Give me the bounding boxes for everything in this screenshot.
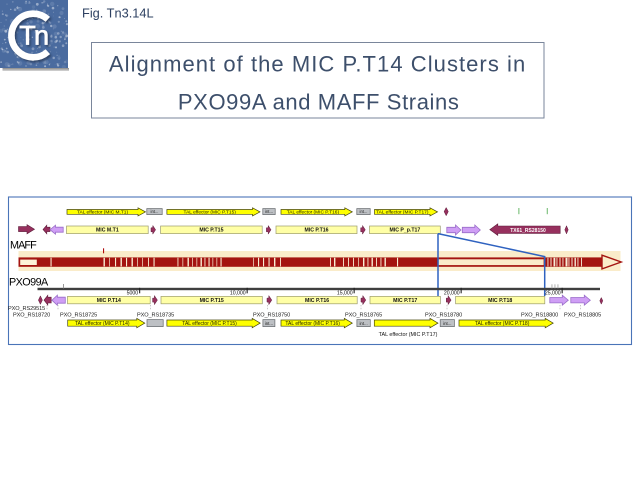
svg-text:PXO_RS29515: PXO_RS29515 [8,306,45,312]
svg-text:Fig. Tn3.14L: Fig. Tn3.14L [82,5,154,20]
svg-text:MIC P.T18: MIC P.T18 [488,298,512,304]
svg-text:5000: 5000 [127,291,139,297]
svg-text:MIC P_p.T17: MIC P_p.T17 [389,228,420,234]
svg-text:PXO_RS18800: PXO_RS18800 [521,312,558,318]
svg-text:PXO_RS18780: PXO_RS18780 [425,312,462,318]
svg-text:TAL effector (MIC P.T15): TAL effector (MIC P.T15) [184,209,237,215]
svg-text:PXO_RS18725: PXO_RS18725 [60,312,97,318]
svg-text:int...: int... [151,209,159,214]
svg-text:TAL effector (MIC M.T1): TAL effector (MIC M.T1) [77,209,128,215]
svg-text:PXO_RS18720: PXO_RS18720 [13,312,50,318]
svg-text:PXO_RS18750: PXO_RS18750 [253,312,290,318]
svg-text:Alignment of the MIC P.T14 Clu: Alignment of the MIC P.T14 Clusters in [109,52,526,77]
svg-text:PXO_RS18735: PXO_RS18735 [137,312,174,318]
svg-text:10,000: 10,000 [230,291,246,297]
svg-text:15,000: 15,000 [337,291,353,297]
svg-text:20,000: 20,000 [444,291,460,297]
svg-text:TAL effector (MIC P.T16): TAL effector (MIC P.T16) [285,321,340,327]
svg-text:PXO_RS18805: PXO_RS18805 [564,312,601,318]
svg-text:MIC P.T17: MIC P.T17 [393,298,417,304]
svg-text:Tn: Tn [19,20,48,50]
svg-text:int...: int... [265,321,273,326]
svg-text:int...: int... [360,209,368,214]
svg-text:MIC P.T14: MIC P.T14 [97,298,121,304]
svg-text:PXO99A and MAFF Strains: PXO99A and MAFF Strains [178,90,460,115]
svg-text:TX61_RS28150: TX61_RS28150 [510,228,546,234]
svg-text:PXO99A: PXO99A [9,277,49,289]
svg-text:int...: int... [359,321,367,326]
svg-text:TAL effector (MIC P.T17): TAL effector (MIC P.T17) [379,332,438,338]
svg-text:TAL effector (MIC P.T17): TAL effector (MIC P.T17) [376,209,429,215]
svg-text:25,000: 25,000 [545,291,561,297]
svg-text:TAL effector (MIC P.T18): TAL effector (MIC P.T18) [475,321,530,327]
svg-text:MIC P.T15: MIC P.T15 [200,298,224,304]
svg-text:MIC M.T1: MIC M.T1 [96,228,119,234]
svg-text:MAFF: MAFF [10,239,37,251]
svg-text:PXO_RS18765: PXO_RS18765 [345,312,382,318]
svg-text:TAL effector (MIC P.T16): TAL effector (MIC P.T16) [287,209,340,215]
svg-text:int...: int... [265,209,273,214]
svg-text:MIC P.T16: MIC P.T16 [305,298,329,304]
svg-text:MIC P.T15: MIC P.T15 [199,228,223,234]
svg-text:MIC P.T16: MIC P.T16 [304,228,328,234]
svg-text:TAL effector (MIC P.T15): TAL effector (MIC P.T15) [182,321,237,327]
svg-text:TAL effector (MIC P.T14): TAL effector (MIC P.T14) [75,321,130,327]
svg-text:int...: int... [443,321,451,326]
